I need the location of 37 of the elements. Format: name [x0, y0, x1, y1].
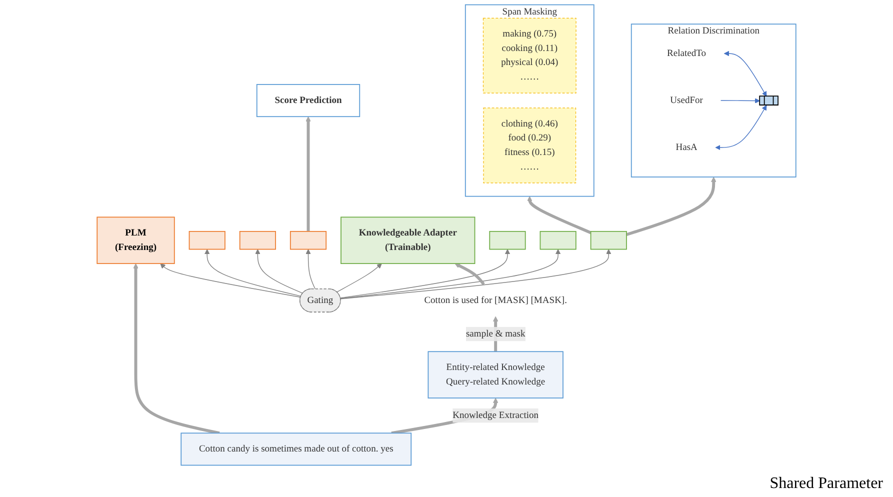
node-box: Entity-related Knowledge Query-related Knowledge: [428, 351, 564, 398]
arrow: [720, 98, 760, 104]
arrow: [306, 249, 316, 290]
node-box: PLM (Freezing): [96, 216, 175, 264]
node-box: [239, 230, 276, 250]
node-text: UsedFor: [670, 95, 703, 106]
arrow: [160, 263, 302, 298]
arrow: [454, 263, 485, 286]
node-text: HasA: [676, 142, 698, 152]
node-box: [540, 230, 576, 250]
edge-label: sample & mask: [466, 328, 526, 339]
arrow: [204, 249, 302, 297]
arrow: [336, 263, 382, 292]
node-box: Knowledgeable Adapter (Trainable): [340, 216, 476, 264]
arrow: [626, 176, 716, 236]
arrow: [306, 116, 311, 232]
arrow: [340, 249, 561, 299]
node-box: clothing (0.46) food (0.29) fitness (0.15) ……: [483, 108, 576, 184]
arrow: [527, 196, 592, 234]
node-box: Score Prediction: [256, 84, 360, 118]
arrow: [724, 50, 767, 97]
arrow: [255, 249, 304, 294]
edge-label: Knowledge Extraction: [452, 410, 539, 420]
node-box: [590, 230, 627, 250]
note-label: Shared Parameter: [770, 475, 883, 493]
node-box: Cotton candy is sometimes made out of cotton. yes: [180, 432, 412, 466]
node-text: Cotton is used for [MASK] [MASK].: [424, 295, 567, 306]
arrow: [715, 105, 767, 150]
arrow: [340, 249, 510, 298]
arrow: [133, 263, 220, 435]
node-box: making (0.75) cooking (0.11) physical (0.04) ……: [482, 18, 576, 94]
node-box: [489, 230, 526, 250]
node-box: [188, 230, 226, 250]
node-bar: [759, 96, 778, 106]
node-box: [290, 230, 327, 250]
arrow: [340, 249, 612, 300]
node-text: RelatedTo: [667, 48, 706, 58]
